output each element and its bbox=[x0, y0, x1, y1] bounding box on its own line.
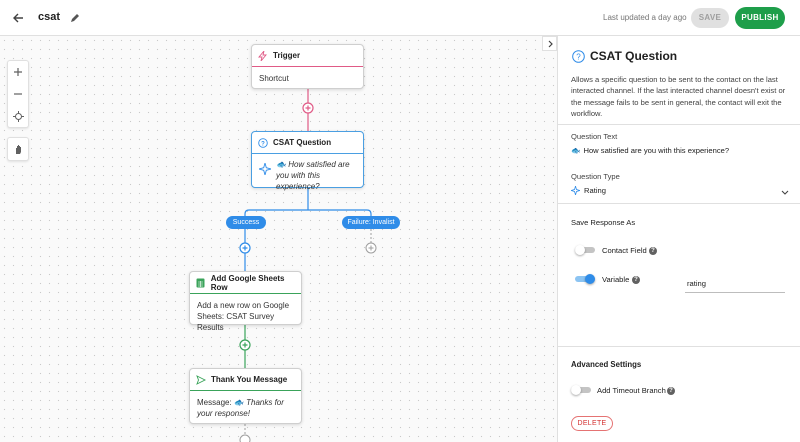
chevron-right-icon bbox=[548, 40, 553, 47]
contact-field-label: Contact Field bbox=[602, 246, 647, 255]
recenter-icon[interactable] bbox=[8, 105, 28, 127]
google-sheets-node[interactable]: Add Google Sheets Row Add a new row on G… bbox=[189, 271, 302, 332]
svg-text:?: ? bbox=[576, 52, 581, 61]
question-circle-icon: ? bbox=[258, 137, 268, 148]
question-text-label: Question Text bbox=[571, 132, 618, 141]
failure-branch-pill[interactable]: Failure: Invalist bbox=[342, 216, 400, 229]
save-button[interactable]: SAVE bbox=[691, 8, 729, 28]
send-icon bbox=[196, 374, 206, 385]
panel-description: Allows a specific question to be sent to… bbox=[571, 75, 786, 119]
chevron-down-icon bbox=[781, 190, 789, 196]
properties-panel: ? CSAT Question Allows a specific questi… bbox=[557, 36, 800, 442]
sparkle-icon bbox=[257, 161, 273, 178]
message-prefix: Message: bbox=[197, 398, 232, 407]
pan-control bbox=[7, 137, 29, 161]
trigger-node-body: Shortcut bbox=[259, 74, 289, 83]
timeout-branch-label: Add Timeout Branch bbox=[597, 386, 666, 395]
contact-field-toggle[interactable] bbox=[575, 245, 595, 255]
question-type-value: Rating bbox=[584, 185, 606, 195]
question-text-value[interactable]: 🐟 How satisfied are you with this experi… bbox=[571, 146, 729, 155]
sheets-node-body: Add a new row on Google Sheets: CSAT Sur… bbox=[197, 301, 290, 333]
spreadsheet-icon bbox=[196, 278, 206, 288]
zoom-controls bbox=[7, 60, 29, 128]
save-response-label: Save Response As bbox=[571, 218, 636, 227]
panel-title: CSAT Question bbox=[590, 49, 678, 63]
question-type-label: Question Type bbox=[571, 172, 620, 181]
success-branch-pill[interactable]: Success bbox=[226, 216, 266, 229]
trigger-node-title: Trigger bbox=[273, 51, 301, 60]
help-icon[interactable]: ? bbox=[667, 387, 675, 395]
sparkle-icon bbox=[571, 185, 580, 195]
thanks-node-body: Message: 🐟 Thanks for your response! bbox=[190, 391, 301, 425]
last-updated-text: Last updated a day ago bbox=[603, 13, 687, 22]
csat-node-title: CSAT Question bbox=[273, 138, 332, 147]
workflow-canvas[interactable] bbox=[0, 36, 557, 442]
advanced-settings-label: Advanced Settings bbox=[571, 360, 642, 369]
svg-text:?: ? bbox=[261, 141, 265, 147]
zoom-out-icon[interactable] bbox=[8, 83, 28, 105]
divider bbox=[558, 346, 800, 347]
trigger-node[interactable]: Trigger Shortcut bbox=[251, 44, 364, 89]
thanks-node-message: Thanks for your response! bbox=[197, 398, 284, 419]
sheets-node-title: Add Google Sheets Row bbox=[210, 273, 285, 292]
lightning-icon bbox=[258, 50, 268, 61]
delete-button[interactable]: DELETE bbox=[571, 416, 613, 431]
workflow-title: csat bbox=[38, 11, 61, 23]
question-type-select[interactable]: Rating bbox=[571, 184, 789, 196]
pan-hand-icon[interactable] bbox=[8, 138, 28, 160]
variable-label: Variable bbox=[602, 275, 630, 284]
variable-name-input[interactable]: rating bbox=[685, 279, 785, 293]
collapse-panel-button[interactable] bbox=[542, 36, 557, 51]
csat-node-question: How satisfied are you with this experien… bbox=[276, 160, 350, 192]
timeout-branch-toggle[interactable] bbox=[571, 385, 591, 395]
divider bbox=[558, 124, 800, 125]
thank-you-node[interactable]: Thank You Message Message: 🐟 Thanks for … bbox=[189, 368, 302, 424]
thanks-node-title: Thank You Message bbox=[211, 375, 288, 384]
question-circle-icon: ? bbox=[572, 50, 585, 63]
fish-emoji: 🐟 bbox=[571, 146, 581, 155]
pencil-icon[interactable] bbox=[69, 11, 81, 23]
variable-toggle[interactable] bbox=[575, 274, 595, 284]
zoom-in-icon[interactable] bbox=[8, 61, 28, 83]
connector-lines bbox=[239, 89, 377, 442]
help-icon[interactable]: ? bbox=[649, 247, 657, 255]
help-icon[interactable]: ? bbox=[632, 276, 640, 284]
csat-question-node[interactable]: ? CSAT Question 🐟 How satisfied are you … bbox=[251, 131, 364, 191]
fish-emoji: 🐟 bbox=[276, 160, 286, 169]
publish-button[interactable]: PUBLISH bbox=[735, 7, 785, 29]
divider bbox=[558, 203, 800, 204]
fish-emoji: 🐟 bbox=[233, 398, 244, 407]
question-text: How satisfied are you with this experien… bbox=[583, 146, 730, 155]
csat-node-body: 🐟 How satisfied are you with this experi… bbox=[276, 159, 356, 193]
back-arrow-icon[interactable] bbox=[10, 10, 26, 26]
top-bar: csat Last updated a day ago SAVE PUBLISH bbox=[0, 0, 800, 36]
